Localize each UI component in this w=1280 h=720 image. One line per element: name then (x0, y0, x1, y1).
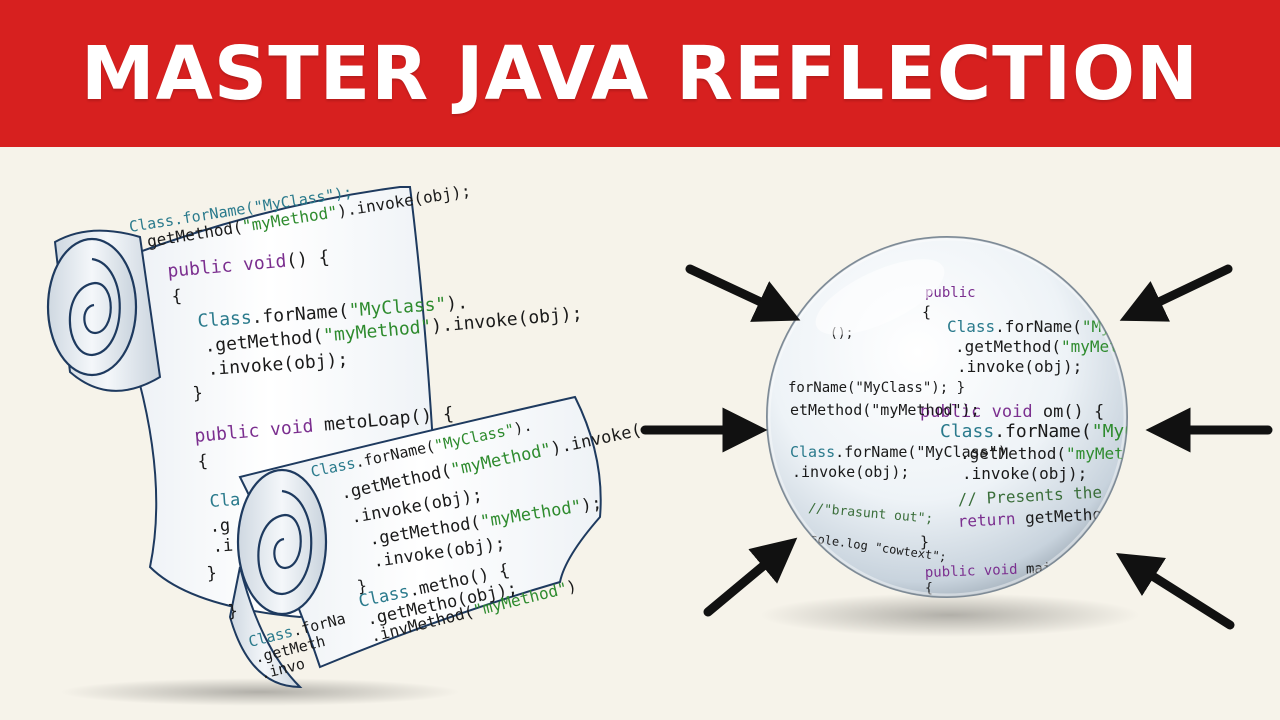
code-line: { (922, 303, 931, 321)
code-line: .i (212, 536, 234, 557)
code-token: () { (285, 247, 330, 272)
code-token: } (356, 576, 368, 596)
code-token: .i (212, 536, 234, 557)
code-line: .invoke(obj); (962, 464, 1087, 483)
code-line: } (192, 383, 204, 404)
code-token: Class (947, 317, 995, 336)
code-token: "myMethod" (1061, 337, 1157, 356)
code-token: ). (446, 292, 469, 314)
code-token: } (192, 383, 204, 404)
code-line: .getMethod("myMethod" (955, 337, 1157, 356)
code-token: Cla (209, 490, 241, 512)
code-token: { (197, 451, 209, 472)
code-line: Cla (209, 490, 241, 512)
code-line: } (356, 576, 368, 596)
code-token: .invoke(obj); (962, 464, 1087, 483)
code-token: } (227, 601, 239, 622)
code-line: .invoke(obj); (792, 463, 909, 481)
title-banner: MASTER JAVA REFLECTION (0, 0, 1280, 147)
code-token: Class (790, 443, 835, 461)
code-line: { (925, 581, 933, 596)
code-line: public void om() { (920, 402, 1104, 422)
code-token: .getMethod( (955, 337, 1061, 356)
code-token: .forName("MyClass") (835, 443, 1007, 461)
code-token: forName("MyClass"); } (788, 380, 965, 396)
code-line: } (206, 563, 218, 584)
scroll-roll-top (46, 229, 162, 392)
arrow-bottom-left (703, 537, 798, 617)
sphere-left-code: ();forName("MyClass"); }etMethod("myMeth… (788, 326, 1007, 564)
scroll-roll-bottom (236, 468, 328, 616)
code-token: .forName( (995, 317, 1082, 336)
code-token: return (957, 509, 1016, 531)
code-token: public (925, 285, 976, 301)
code-token: .forName( (994, 421, 1092, 442)
code-line: } (920, 533, 929, 551)
code-line: Class.forName("MyClass" (947, 317, 1169, 336)
code-token: } (920, 533, 929, 551)
code-line: { (171, 286, 183, 307)
code-scroll: Class.forName("MyClass");getMethod("myMe… (46, 181, 643, 706)
code-token: om() { (1033, 402, 1105, 422)
page-title: MASTER JAVA REFLECTION (81, 30, 1199, 117)
code-line: etMethod("myMethod"); (790, 401, 980, 419)
code-token: ); (580, 493, 603, 516)
code-token: { (922, 303, 931, 321)
code-token: .g (209, 516, 231, 537)
code-token: .invoke(obj); (957, 357, 1082, 376)
code-line: Class.forName("MyClass") (790, 443, 1007, 461)
pointing-arrows (640, 264, 1273, 630)
code-line: .g (209, 516, 231, 537)
scroll-tail (228, 566, 303, 689)
code-line: forName("MyClass"); } (788, 380, 965, 396)
code-line: .invoke(obj); (957, 357, 1082, 376)
sphere-code: public{Class.forName("MyClass".getMethod… (920, 285, 1200, 596)
scroll-edge-code: Cla .g.i}} (206, 490, 241, 622)
code-token: ). (512, 416, 533, 437)
code-token: { (925, 581, 933, 596)
code-token: etMethod("myMethod"); (790, 401, 980, 419)
code-token: } (206, 563, 218, 584)
code-line: .getMethod("myMethod" (960, 444, 1162, 463)
code-line: public (925, 285, 976, 301)
code-token: .invoke(obj); (792, 463, 909, 481)
code-line: { (197, 451, 209, 472)
arrow-top-right (1119, 264, 1233, 322)
code-token: "MyClass" (1092, 421, 1190, 442)
code-line: Class.forName("MyClass") (940, 421, 1200, 442)
code-token: { (171, 286, 183, 307)
code-token: Class (940, 421, 994, 442)
illustration: Class.forName("MyClass");getMethod("myMe… (46, 181, 1273, 706)
arrow-bottom-right (1115, 552, 1235, 630)
code-token: Class (197, 307, 253, 332)
code-line: } (227, 601, 239, 622)
code-token: public void (925, 562, 1018, 581)
code-token: .getMethod( (960, 444, 1066, 463)
scroll-lower-sheet (238, 395, 602, 669)
arrow-top-left (685, 264, 801, 322)
glass-sphere: public{Class.forName("MyClass".getMethod… (760, 236, 1200, 637)
code-token: "myMethod" (1066, 444, 1162, 463)
code-token: ) (565, 576, 579, 597)
code-token: public void (920, 402, 1033, 422)
